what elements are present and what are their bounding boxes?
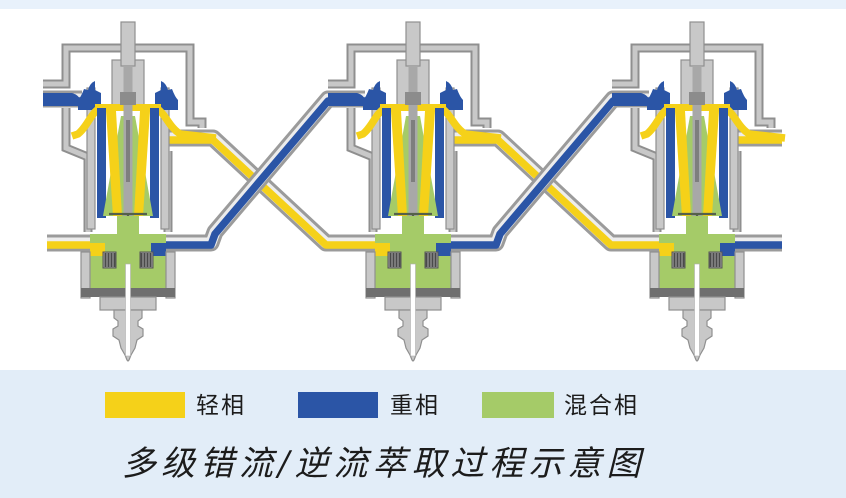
extractor-unit-3 xyxy=(612,22,785,361)
extractor-unit-2 xyxy=(328,22,501,361)
legend-label-mixed-phase: 混合相 xyxy=(564,393,639,419)
pipe-light-stage2-to-stage3 xyxy=(449,129,660,252)
pipe-light-stage1-to-stage2 xyxy=(164,129,375,252)
legend-label-light-phase: 轻相 xyxy=(196,393,246,419)
pipe-heavy-feed-stage3 xyxy=(735,234,782,252)
legend-swatch-light-phase xyxy=(105,392,185,418)
legend-label-heavy-phase: 重相 xyxy=(390,393,440,419)
legend-swatch-heavy-phase xyxy=(298,392,378,418)
pipe-light-feed-stage1 xyxy=(47,234,90,252)
top-border-strip xyxy=(0,0,846,9)
legend-swatch-mixed-phase xyxy=(482,392,554,418)
diagram-title: 多级错流/逆流萃取过程示意图 xyxy=(122,444,646,484)
bottom-panel xyxy=(0,370,846,498)
extraction-diagram xyxy=(0,0,846,380)
extractor-unit-1 xyxy=(43,22,216,361)
